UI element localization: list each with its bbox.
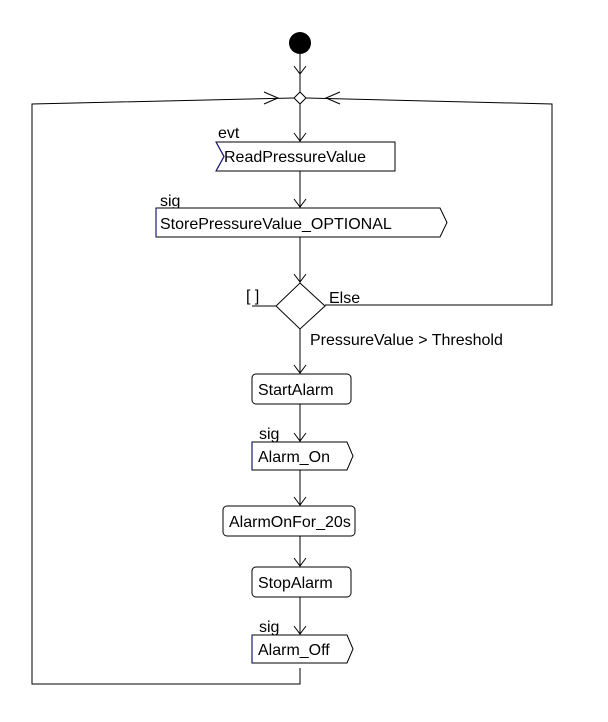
arrowhead: [293, 198, 307, 208]
arrowhead: [263, 91, 280, 105]
alarm-off-stereotype: sig: [259, 619, 279, 636]
action-alarm-timer-label: AlarmOnFor_20s: [229, 514, 351, 531]
accept-event-stereotype: evt: [218, 125, 240, 142]
action-stop-alarm[interactable]: [251, 566, 352, 598]
arrowhead: [293, 496, 307, 506]
alarm-on-label: Alarm_On: [258, 449, 330, 466]
arrowhead: [293, 65, 307, 75]
accept-event-label: ReadPressureValue: [224, 149, 366, 166]
alarm-off-label: Alarm_Off: [258, 642, 330, 659]
store-signal-stereotype: sig: [160, 193, 180, 210]
action-stop-alarm-label: StopAlarm: [258, 575, 333, 592]
arrowhead: [293, 132, 307, 142]
alarm-on-stereotype: sig: [259, 426, 279, 443]
arrowhead: [324, 91, 341, 105]
action-start-alarm-label: StartAlarm: [258, 382, 334, 399]
node-highlight: [215, 141, 225, 172]
arrowhead: [293, 273, 307, 283]
decision-else-label: Else: [329, 290, 360, 307]
store-signal-label: StorePressureValue_OPTIONAL: [160, 216, 392, 233]
flow-loop-left: [31, 97, 301, 685]
decision-guard-left: [ ]: [246, 288, 259, 305]
merge-node[interactable]: [293, 91, 307, 105]
arrowhead: [293, 432, 307, 442]
action-alarm-timer[interactable]: [222, 505, 356, 537]
decision-condition-label: PressureValue > Threshold: [310, 332, 503, 349]
initial-node[interactable]: [289, 32, 311, 54]
arrowhead: [293, 364, 307, 374]
decision-node[interactable]: [275, 282, 326, 330]
flow-loop-right: [305, 97, 553, 306]
arrowhead: [293, 625, 307, 635]
action-start-alarm[interactable]: [251, 373, 352, 405]
arrowhead: [293, 557, 307, 567]
